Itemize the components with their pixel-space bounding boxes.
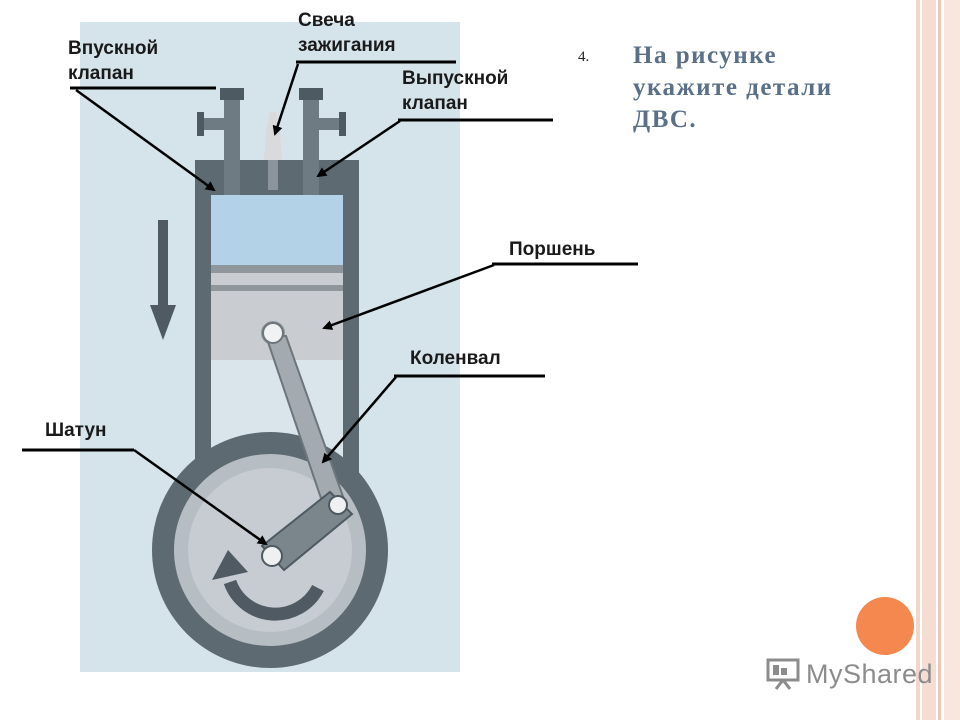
piston-label: Поршень (509, 239, 596, 260)
cylinder-wall-left (195, 160, 211, 490)
exhaust-valve-label: Выпускной клапан (402, 68, 509, 114)
exhaust-valve (299, 88, 346, 195)
leader-line-exhaust (316, 119, 401, 178)
leader-line-spark (272, 63, 300, 136)
intake-valve-label: Впускной клапан (68, 38, 159, 84)
presentation-board-icon (766, 658, 800, 690)
stripe (916, 0, 920, 720)
chamber-highlight (211, 195, 343, 265)
stripe (944, 0, 960, 720)
stripe (922, 0, 936, 720)
question-number: 4. (578, 49, 590, 65)
leader-line-intake (75, 88, 216, 192)
question-text: На рисунке укажите детали ДВС. (633, 42, 833, 133)
stripe (938, 0, 941, 720)
rotate-arrow-icon (212, 550, 324, 621)
leader-line-crankshaft (321, 376, 397, 464)
slide-side-stripes (916, 0, 960, 720)
brand-name: MyShared (806, 659, 934, 689)
spark-plug-label: Свеча зажигания (298, 10, 396, 56)
leader-line-rod (133, 448, 268, 546)
leader-line-piston (322, 263, 495, 330)
down-arrow-icon (150, 220, 176, 340)
crankshaft-label: Коленвал (410, 348, 501, 369)
decorative-orange-circle (856, 597, 914, 655)
cylinder-wall-right (343, 160, 359, 490)
crank-arm (260, 490, 354, 572)
intake-valve (197, 88, 244, 195)
connecting-rod-label: Шатун (45, 420, 107, 441)
